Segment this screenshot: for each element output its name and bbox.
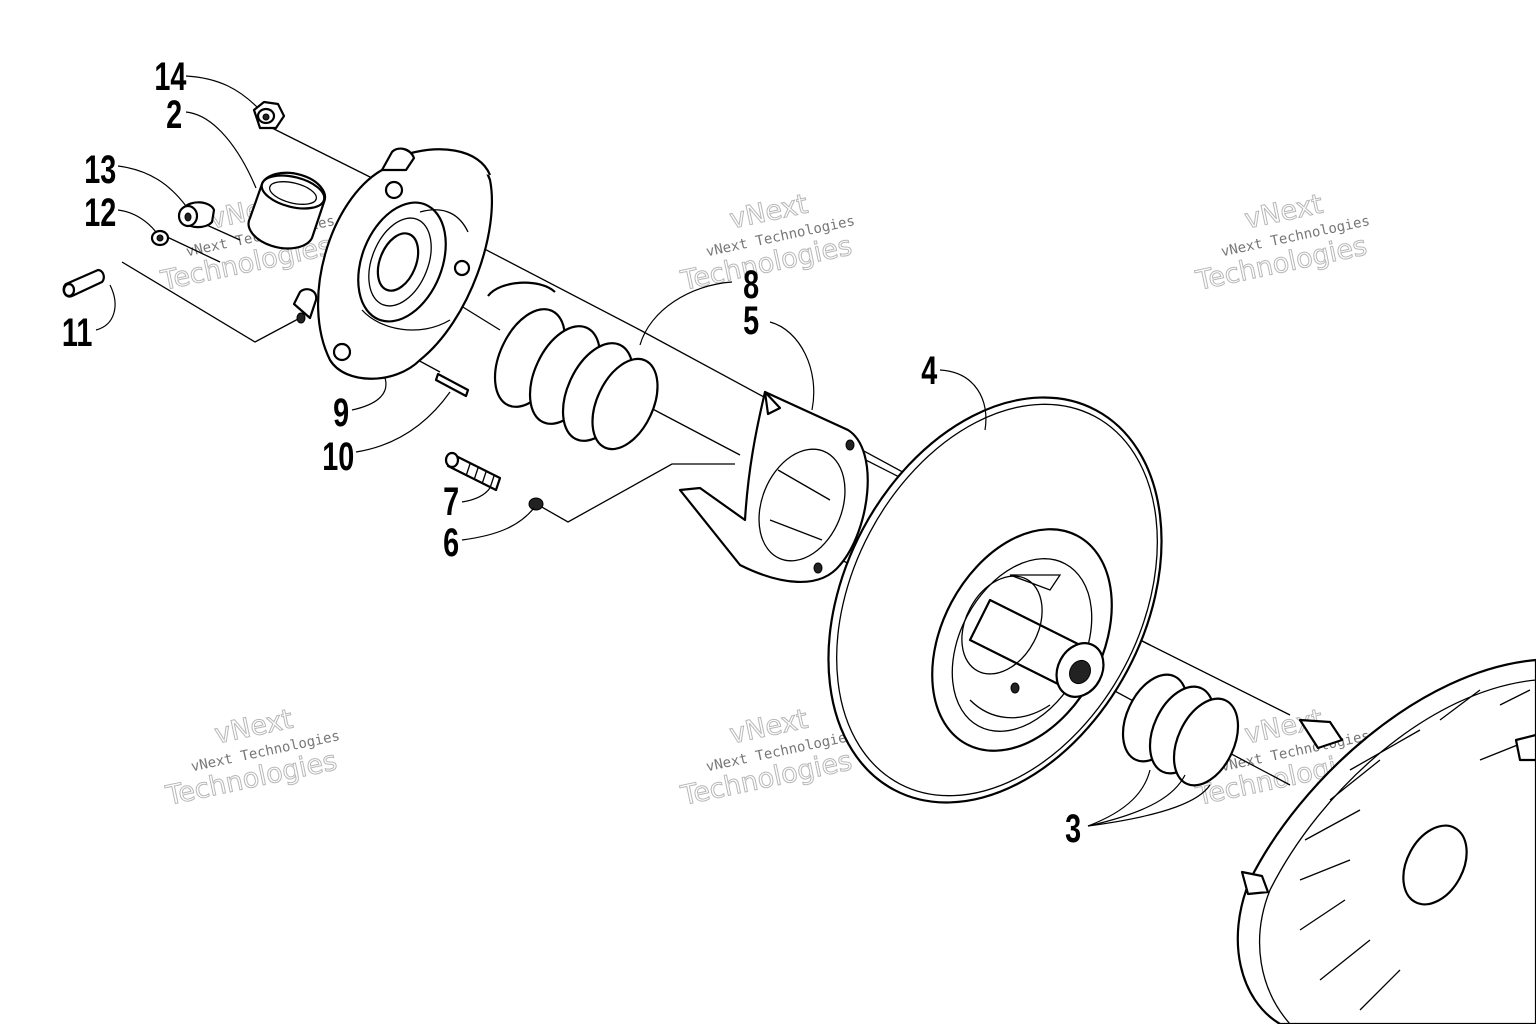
part-3-springs: [1121, 673, 1240, 787]
part-11-pin: [62, 268, 105, 298]
leader-lines: [95, 75, 1211, 827]
callout-13: 13: [84, 147, 116, 192]
part-7-bolt: [444, 451, 502, 492]
callout-3: 3: [1065, 806, 1081, 851]
callout-10: 10: [322, 434, 354, 479]
callout-12: 12: [84, 190, 116, 235]
watermark-2: vNext vNext Technologies Technologies: [677, 188, 856, 297]
part-9-cam-plate: [292, 147, 494, 380]
callout-7: 7: [443, 479, 459, 524]
callout-8: 8: [743, 262, 759, 307]
part-6-nut: [528, 497, 544, 511]
part-4-sheave: [827, 396, 1163, 804]
part-12-washer: [150, 229, 170, 247]
callout-4: 4: [921, 348, 938, 393]
part-13-roller: [177, 201, 216, 229]
part-8-spring: [487, 281, 659, 451]
part-2-bushing: [247, 171, 327, 250]
part-14-nut: [252, 100, 286, 130]
part-10-roll-pin: [434, 372, 470, 398]
callout-5: 5: [743, 298, 759, 343]
callout-11: 11: [62, 310, 92, 355]
part-5-helix: [678, 390, 869, 584]
watermark-5: vNext vNext Technologies Technologies: [677, 703, 856, 812]
fixed-sheave: [1236, 658, 1536, 1024]
callout-2: 2: [166, 92, 182, 137]
watermark-4: vNext vNext Technologies Technologies: [162, 703, 341, 812]
callout-14: 14: [154, 54, 187, 99]
watermark-3: vNext vNext Technologies Technologies: [1192, 188, 1371, 297]
callout-9: 9: [333, 390, 349, 435]
callout-labels: 14 2 13 12 11 9 10 8 5 7 6 4 3: [62, 54, 1081, 851]
callout-6: 6: [443, 520, 459, 565]
